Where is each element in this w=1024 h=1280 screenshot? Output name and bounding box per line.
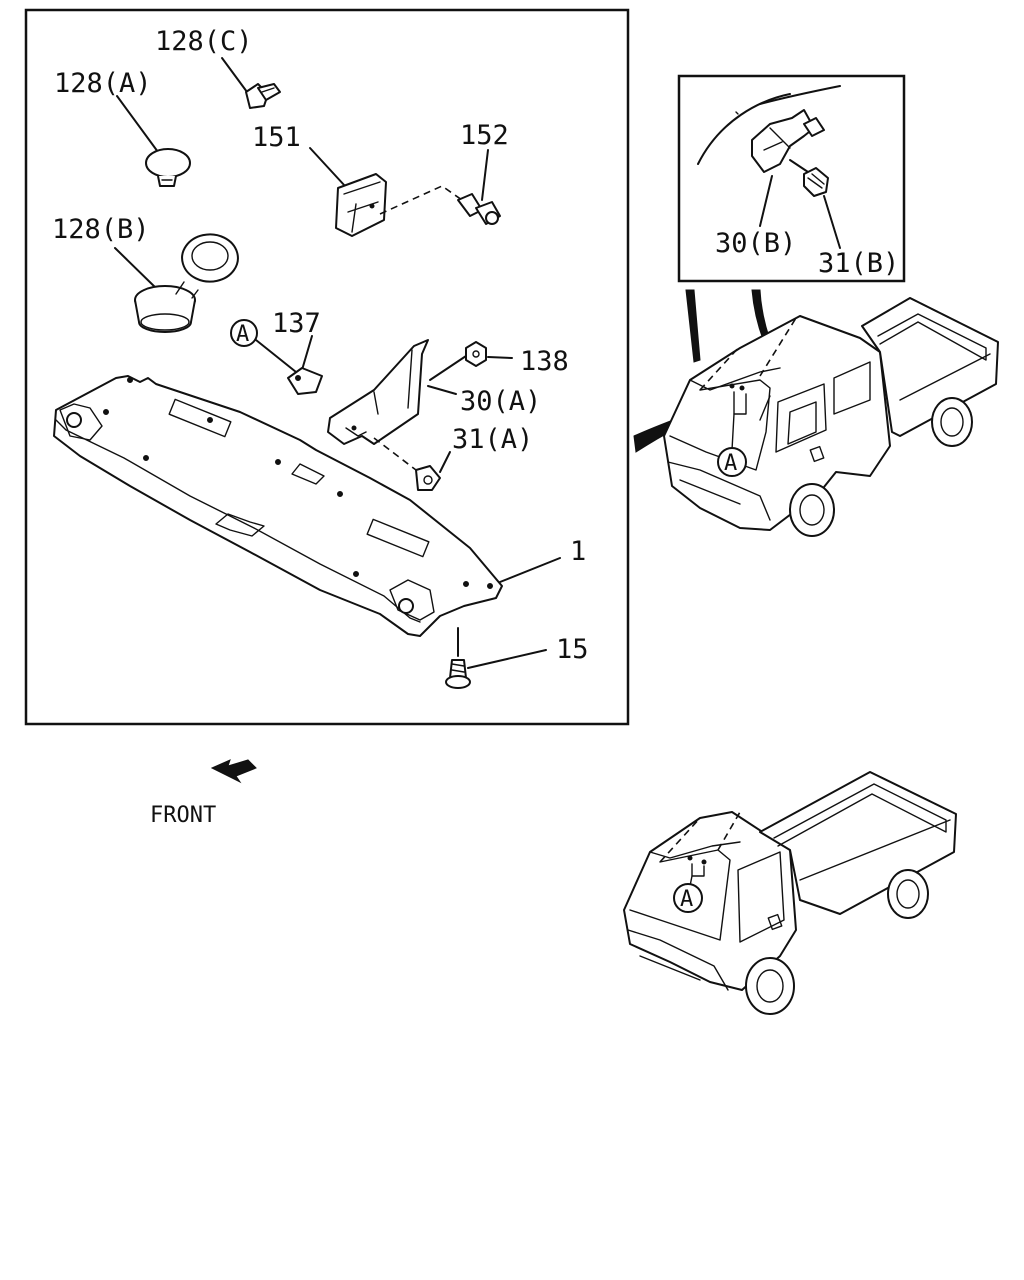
label-137: 137 <box>272 308 321 339</box>
label-30a: 30(A) <box>460 386 541 417</box>
truck-crew-cab-illustration <box>663 297 999 537</box>
part-31a-screw <box>373 437 451 491</box>
inset-detail-b <box>697 85 841 249</box>
front-arrow-icon <box>210 759 257 784</box>
leader-swoosh-1 <box>685 289 701 363</box>
label-30b: 30(B) <box>715 228 796 259</box>
label-152: 152 <box>460 120 509 151</box>
part-15-screw <box>445 627 547 689</box>
part-30a-bracket <box>327 339 457 445</box>
label-128b: 128(B) <box>52 214 150 245</box>
part-128c-bolt <box>221 57 281 109</box>
part-128b-cap <box>114 233 239 333</box>
label-31b: 31(B) <box>818 248 899 279</box>
ref-a-truck2-text: A <box>680 887 693 912</box>
label-151: 151 <box>252 122 301 153</box>
part-137-clip <box>230 319 323 395</box>
label-138: 138 <box>520 346 569 377</box>
label-128a: 128(A) <box>54 68 152 99</box>
part-138-nut <box>429 341 513 381</box>
label-15: 15 <box>556 634 589 665</box>
part-1-panel <box>53 375 561 637</box>
ref-a-truck1-text: A <box>724 451 737 476</box>
ref-circle-a-truck2 <box>673 883 703 913</box>
front-label: FRONT <box>150 803 216 828</box>
ref-circle-a-main <box>230 319 258 347</box>
part-151-clip <box>309 147 463 237</box>
part-152-pin <box>457 149 501 225</box>
ref-circle-a-truck1 <box>717 447 747 477</box>
ref-a-main-text: A <box>236 322 249 347</box>
truck-single-cab-illustration <box>623 771 957 1015</box>
part-128a-plug <box>116 95 191 187</box>
label-31a: 31(A) <box>452 424 533 455</box>
inset-detail-frame <box>677 74 906 283</box>
main-detail-frame <box>24 8 630 726</box>
label-128c: 128(C) <box>155 26 253 57</box>
label-1: 1 <box>570 536 586 567</box>
